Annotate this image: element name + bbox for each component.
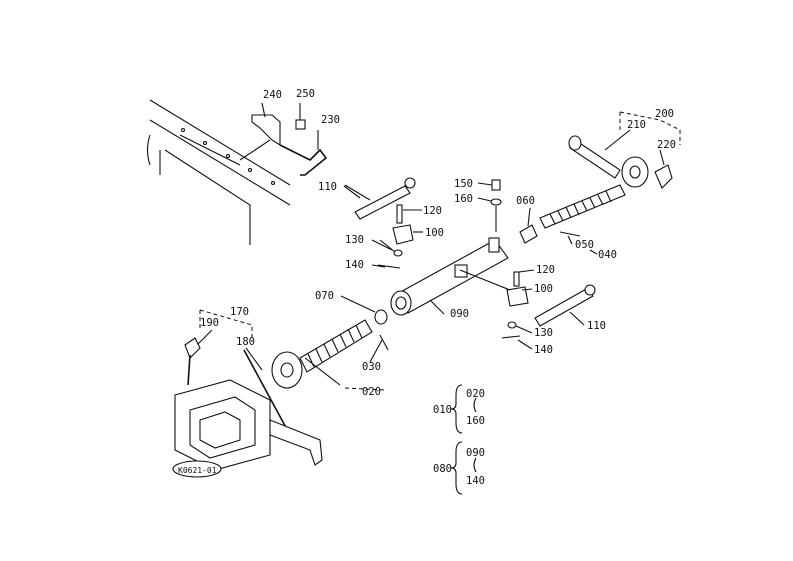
callout: 100 <box>534 283 553 295</box>
assembly-010: 010 020 160 <box>433 388 485 427</box>
thread-lines-top <box>549 190 612 225</box>
pin-110-upper <box>344 177 416 220</box>
tractor-frame <box>146 99 291 245</box>
callout: 110 <box>318 181 337 193</box>
leader-lines <box>197 129 665 371</box>
grease-fitting-150 <box>477 179 502 232</box>
callout: 070 <box>315 290 334 302</box>
callout: 250 <box>296 88 315 100</box>
assembly-parent: 080 <box>433 463 452 475</box>
reference-stamp: K0621-01 <box>172 460 222 478</box>
assembly-brace-010 <box>450 384 477 434</box>
rod-230 <box>279 130 328 176</box>
stamp-text: K0621-01 <box>178 466 217 475</box>
callout: 030 <box>362 361 381 373</box>
cross-tube-090 <box>390 224 538 316</box>
callout: 060 <box>516 195 535 207</box>
pin-110-lower <box>459 269 596 327</box>
callout: 180 <box>236 336 255 348</box>
callout: 240 <box>263 89 282 101</box>
callout: 210 <box>627 119 646 131</box>
callout: 100 <box>425 227 444 239</box>
callout: 110 <box>587 320 606 332</box>
callout: 090 <box>450 308 469 320</box>
left-threaded-arm <box>271 309 389 391</box>
callout: 020 <box>362 386 381 398</box>
callout: 140 <box>345 259 364 271</box>
callout-labels: 240 250 230 200 210 220 110 120 100 130 … <box>200 88 676 398</box>
assembly-to: 160 <box>466 415 485 427</box>
callout: 160 <box>454 193 473 205</box>
callout: 130 <box>345 234 364 246</box>
assembly-brace-080 <box>450 441 477 495</box>
thread-lines-left <box>307 324 363 368</box>
bracket-240 <box>239 102 281 161</box>
bolt-250 <box>295 103 306 130</box>
callout: 190 <box>200 317 219 329</box>
callout: 120 <box>536 264 555 276</box>
callout: 120 <box>423 205 442 217</box>
lower-bracket-170 <box>174 309 323 471</box>
callout: 230 <box>321 114 340 126</box>
callout: 220 <box>657 139 676 151</box>
callout: 150 <box>454 178 473 190</box>
callout: 130 <box>534 327 553 339</box>
callout: 200 <box>655 108 674 120</box>
assembly-to: 140 <box>466 475 485 487</box>
callout: 140 <box>534 344 553 356</box>
assembly-from: 090 <box>466 447 485 459</box>
lower-clip-cluster <box>501 269 535 339</box>
callout: 040 <box>598 249 617 261</box>
assembly-from: 020 <box>466 388 485 400</box>
callout: 050 <box>575 239 594 251</box>
callout: 170 <box>230 306 249 318</box>
assembly-080: 080 090 140 <box>433 447 485 487</box>
upper-clip-cluster <box>377 204 422 269</box>
assembly-parent: 010 <box>433 404 452 416</box>
top-link-assembly <box>539 111 681 237</box>
